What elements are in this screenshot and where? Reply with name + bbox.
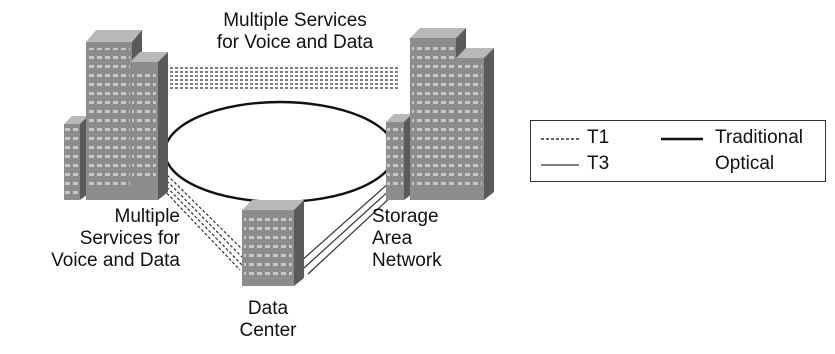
legend: T1 T3 Traditional Optical	[530, 120, 826, 182]
data-center-line-2: Center	[239, 320, 297, 341]
top-services-line-2: for Voice and Data	[216, 32, 374, 53]
data-center-label: Data Center	[228, 298, 308, 342]
legend-item-t1: T1	[539, 127, 659, 149]
top-services-label: Multiple Services for Voice and Data	[170, 10, 420, 54]
left-services-label: Multiple Services for Voice and Data	[0, 206, 180, 272]
top-services-line-1: Multiple Services	[223, 10, 367, 31]
t3-link-right	[299, 181, 395, 275]
legend-swatch-t1	[541, 138, 579, 140]
legend-item-traditional-optical: Traditional Optical	[659, 127, 825, 174]
data-center-line-1: Data	[247, 298, 289, 319]
left-building-cluster	[64, 30, 168, 200]
left-services-line-2: Services for	[79, 228, 180, 249]
storage-area-network-label: Storage Area Network	[372, 206, 482, 272]
legend-label-optical: Optical	[715, 153, 775, 174]
storage-line-3: Network	[372, 250, 442, 271]
legend-label-t1: T1	[587, 127, 610, 148]
storage-line-2: Area	[372, 228, 413, 249]
t1-link-left	[159, 167, 249, 271]
legend-label-t3: T3	[587, 153, 610, 174]
left-services-line-1: Multiple	[114, 206, 180, 227]
right-building-cluster	[386, 28, 494, 200]
t1-link-top	[165, 67, 400, 89]
legend-swatch-optical	[661, 137, 703, 141]
storage-line-1: Storage	[372, 206, 439, 227]
legend-swatch-t3	[541, 164, 579, 166]
optical-ring	[163, 100, 397, 204]
data-center-building	[242, 200, 304, 286]
left-services-line-3: Voice and Data	[51, 250, 180, 271]
legend-label-traditional: Traditional	[715, 127, 804, 148]
legend-item-t3: T3	[539, 153, 659, 175]
